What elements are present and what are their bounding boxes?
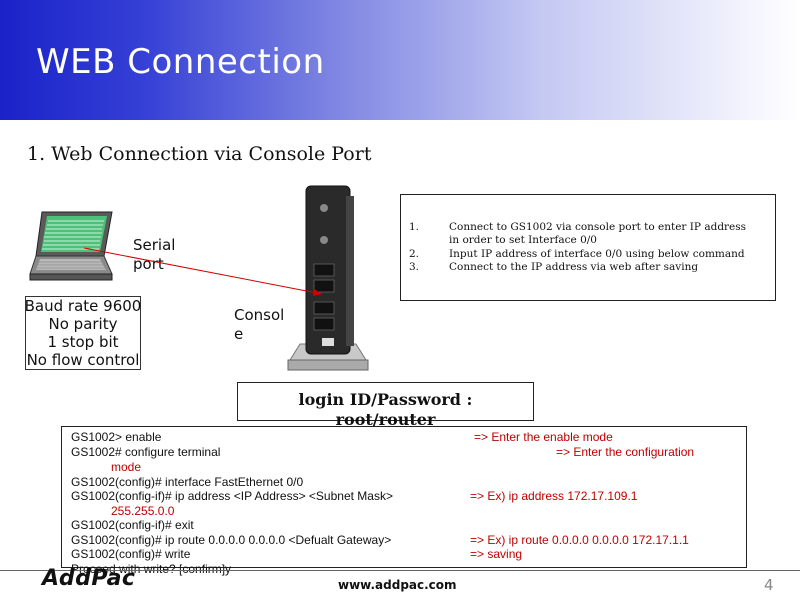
gateway-device-image (287, 185, 369, 371)
command-note: => Enter the configuration (556, 445, 695, 459)
serial-setting-stop-bit: 1 stop bit (47, 333, 119, 351)
command-note: => Ex) ip route 0.0.0.0 0.0.0.0 172.17.1… (470, 533, 689, 547)
command-note: 255.255.0.0 (111, 504, 175, 518)
step-number: 2. (409, 248, 420, 260)
serial-setting-parity: No parity (48, 315, 118, 333)
step-text: Connect to the IP address via web after … (449, 261, 699, 273)
step-line: in order to set Interface 0/0 (449, 234, 597, 246)
console-label-line1: Consol (234, 306, 285, 324)
laptop-icon (29, 211, 113, 281)
console-label: Consol e (234, 306, 284, 344)
slide-title: WEB Connection (36, 42, 325, 82)
command-line: GS1002(config)# ip route 0.0.0.0 0.0.0.0… (71, 533, 392, 547)
section-heading: 1. Web Connection via Console Port (27, 143, 372, 165)
serial-setting-baud: Baud rate 9600 (24, 297, 142, 315)
command-line: GS1002> enable (71, 430, 162, 444)
login-line2: root/router (335, 410, 436, 429)
command-line: GS1002(config-if)# ip address <IP Addres… (71, 489, 393, 503)
login-credentials-box: login ID/Password : root/router (237, 382, 534, 429)
page-number: 4 (764, 576, 774, 594)
command-line: GS1002(config)# write (71, 547, 191, 561)
serial-setting-flow-control: No flow control (26, 351, 140, 369)
company-logo: AddPac (42, 566, 136, 591)
command-note: => Enter the enable mode (474, 430, 613, 444)
serial-settings-box: Baud rate 9600 No parity 1 stop bit No f… (25, 296, 141, 370)
command-note: => saving (470, 547, 523, 561)
console-label-line2: e (234, 325, 244, 343)
command-line: GS1002(config)# interface FastEthernet 0… (71, 475, 304, 489)
login-credentials-text: login ID/Password : root/router (238, 390, 533, 430)
step-number: 1. (409, 221, 420, 233)
step-text: Input IP address of interface 0/0 using … (449, 248, 745, 260)
footer-divider (0, 570, 800, 571)
login-line1: login ID/Password : (298, 390, 473, 409)
command-line: GS1002(config-if)# exit (71, 518, 194, 532)
serial-port-label: Serial port (133, 236, 175, 274)
title-banner: WEB Connection (0, 0, 800, 120)
serial-port-label-line1: Serial (133, 236, 176, 254)
command-box: GS1002> enable => Enter the enable mode … (61, 426, 747, 576)
command-line: Proceed with write? [confirm]y (71, 562, 232, 576)
step-line: Connect to GS1002 via console port to en… (449, 221, 747, 233)
command-line: GS1002# configure terminal (71, 445, 221, 459)
serial-port-label-line2: port (133, 255, 164, 273)
step-text: Connect to GS1002 via console port to en… (449, 221, 769, 247)
command-note: => Ex) ip address 172.17.109.1 (470, 489, 638, 503)
steps-box: 1. Connect to GS1002 via console port to… (400, 194, 776, 301)
command-note: mode (111, 460, 142, 474)
footer-url: www.addpac.com (338, 578, 457, 592)
step-number: 3. (409, 261, 420, 273)
